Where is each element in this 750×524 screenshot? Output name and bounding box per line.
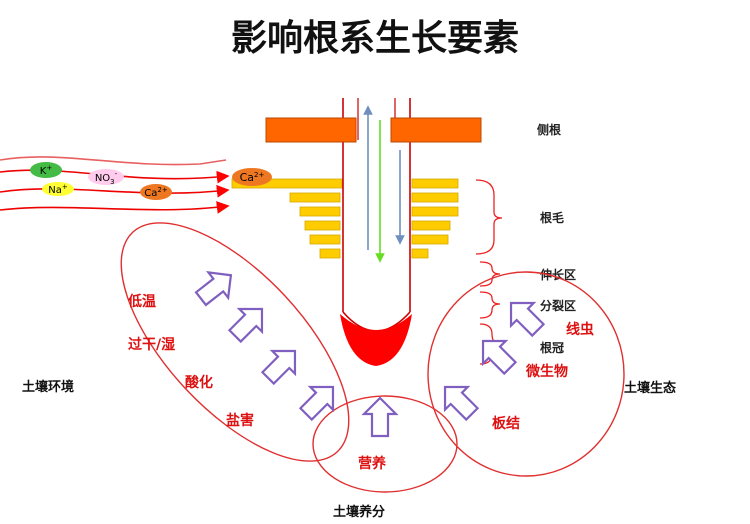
root-cap	[340, 314, 412, 366]
env-arrow-3	[255, 338, 308, 391]
env-item-dry-wet: 过干/湿	[128, 336, 175, 353]
flow-line-4	[0, 201, 230, 214]
flow-line-1	[0, 156, 227, 166]
nutrient-arrow	[362, 396, 398, 438]
ellipse-soil-ecology	[427, 271, 625, 477]
env-item-low-temp: 低温	[127, 293, 156, 310]
bracket-division	[479, 291, 501, 319]
svg-text:NO3-: NO3-	[95, 170, 118, 186]
label-root-cap: 根冠	[540, 340, 564, 355]
ion-ca-big: Ca2+	[232, 168, 272, 186]
env-arrow-1	[190, 261, 242, 313]
label-soil-ecology: 土壤生态	[624, 380, 676, 396]
nutrient-item: 营养	[358, 455, 387, 472]
ion-na: Na+	[42, 182, 74, 196]
flow-line-3	[0, 184, 230, 198]
svg-text:Na+: Na+	[48, 183, 68, 196]
svg-text:K+: K+	[40, 164, 53, 177]
root-hairs-right	[411, 178, 459, 259]
ellipse-soil-environment	[120, 222, 350, 462]
env-arrow-2	[222, 296, 275, 349]
root-hairs-left	[289, 192, 341, 259]
label-soil-environment: 土壤环境	[22, 379, 74, 395]
eco-item-compaction: 板结	[492, 415, 520, 432]
calcium-uptake-bar	[231, 178, 343, 189]
eco-item-nematode: 线虫	[566, 321, 594, 338]
ion-ca-small: Ca2+	[140, 184, 172, 200]
ion-k: K+	[30, 162, 62, 178]
bracket-elongation	[479, 261, 501, 287]
bracket-root-hair	[475, 179, 503, 255]
root-structure	[265, 98, 482, 366]
soil-solution-flow	[0, 156, 230, 214]
env-item-salt: 盐害	[226, 412, 254, 429]
svg-text:Ca2+: Ca2+	[240, 171, 265, 184]
ion-no3: NO3-	[88, 169, 124, 186]
eco-arrow-3	[432, 374, 485, 427]
lateral-root-right	[390, 117, 482, 143]
label-lateral-root: 侧根	[537, 122, 561, 137]
svg-text:Ca2+: Ca2+	[144, 186, 168, 199]
eco-arrow-2	[470, 328, 523, 381]
label-soil-nutrient: 土壤养分	[333, 504, 385, 520]
env-item-acid: 酸化	[185, 374, 213, 391]
zone-brackets	[475, 179, 503, 365]
label-division-zone: 分裂区	[540, 298, 576, 313]
page-title: 影响根系生长要素	[231, 18, 519, 59]
env-arrow-4	[293, 374, 346, 427]
eco-item-microbe: 微生物	[525, 363, 568, 380]
lateral-root-left	[265, 117, 357, 143]
label-elongation-zone: 伸长区	[539, 267, 576, 282]
ellipse-soil-nutrient	[312, 395, 458, 493]
label-root-hair: 根毛	[540, 210, 564, 225]
